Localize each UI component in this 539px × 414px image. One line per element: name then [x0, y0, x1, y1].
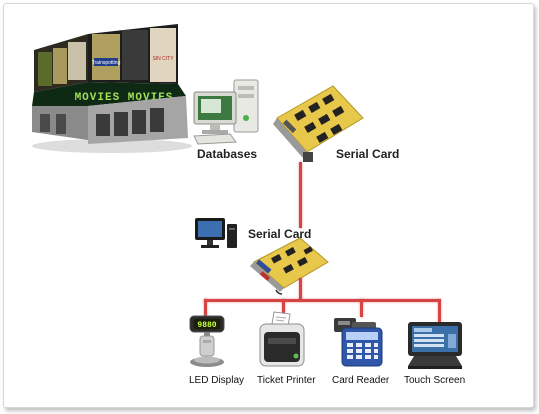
- connector-drop-touchscreen: [438, 299, 441, 322]
- led-display-label: LED Display: [189, 375, 245, 386]
- serial-card-top-icon: [273, 85, 364, 162]
- touch-screen-label: Touch Screen: [404, 375, 466, 386]
- touch-screen-icon: [408, 322, 462, 369]
- connector-drop-cardreader: [360, 299, 363, 317]
- databases-label: Databases: [197, 147, 258, 161]
- poster-title-1: Trainspotting: [92, 60, 121, 66]
- connector-bus: [204, 299, 440, 302]
- poster-title-2: SIN CITY: [152, 56, 174, 62]
- connector-drop-printer: [282, 299, 285, 313]
- led-display-readout: 9880: [197, 321, 216, 330]
- connector-vertical-top: [299, 162, 302, 228]
- serial-card-top-label: Serial Card: [336, 147, 400, 161]
- connector-drop-led: [204, 299, 207, 319]
- serial-card-middle-icon: [250, 237, 329, 295]
- ticket-printer-label: Ticket Printer: [257, 375, 316, 386]
- ticket-printer-icon: [259, 311, 305, 367]
- connector-vertical-middle: [299, 278, 302, 301]
- card-reader-label: Card Reader: [332, 375, 390, 386]
- serial-card-middle-label: Serial Card: [248, 227, 312, 241]
- led-display-icon: 9880: [189, 315, 225, 367]
- card-reader-icon: [334, 318, 383, 367]
- cinema-building-image: Trainspotting SIN CITY MOVIES MOVIES: [32, 24, 192, 153]
- middle-computer-icon: [195, 218, 237, 248]
- database-computer-icon: [193, 79, 259, 145]
